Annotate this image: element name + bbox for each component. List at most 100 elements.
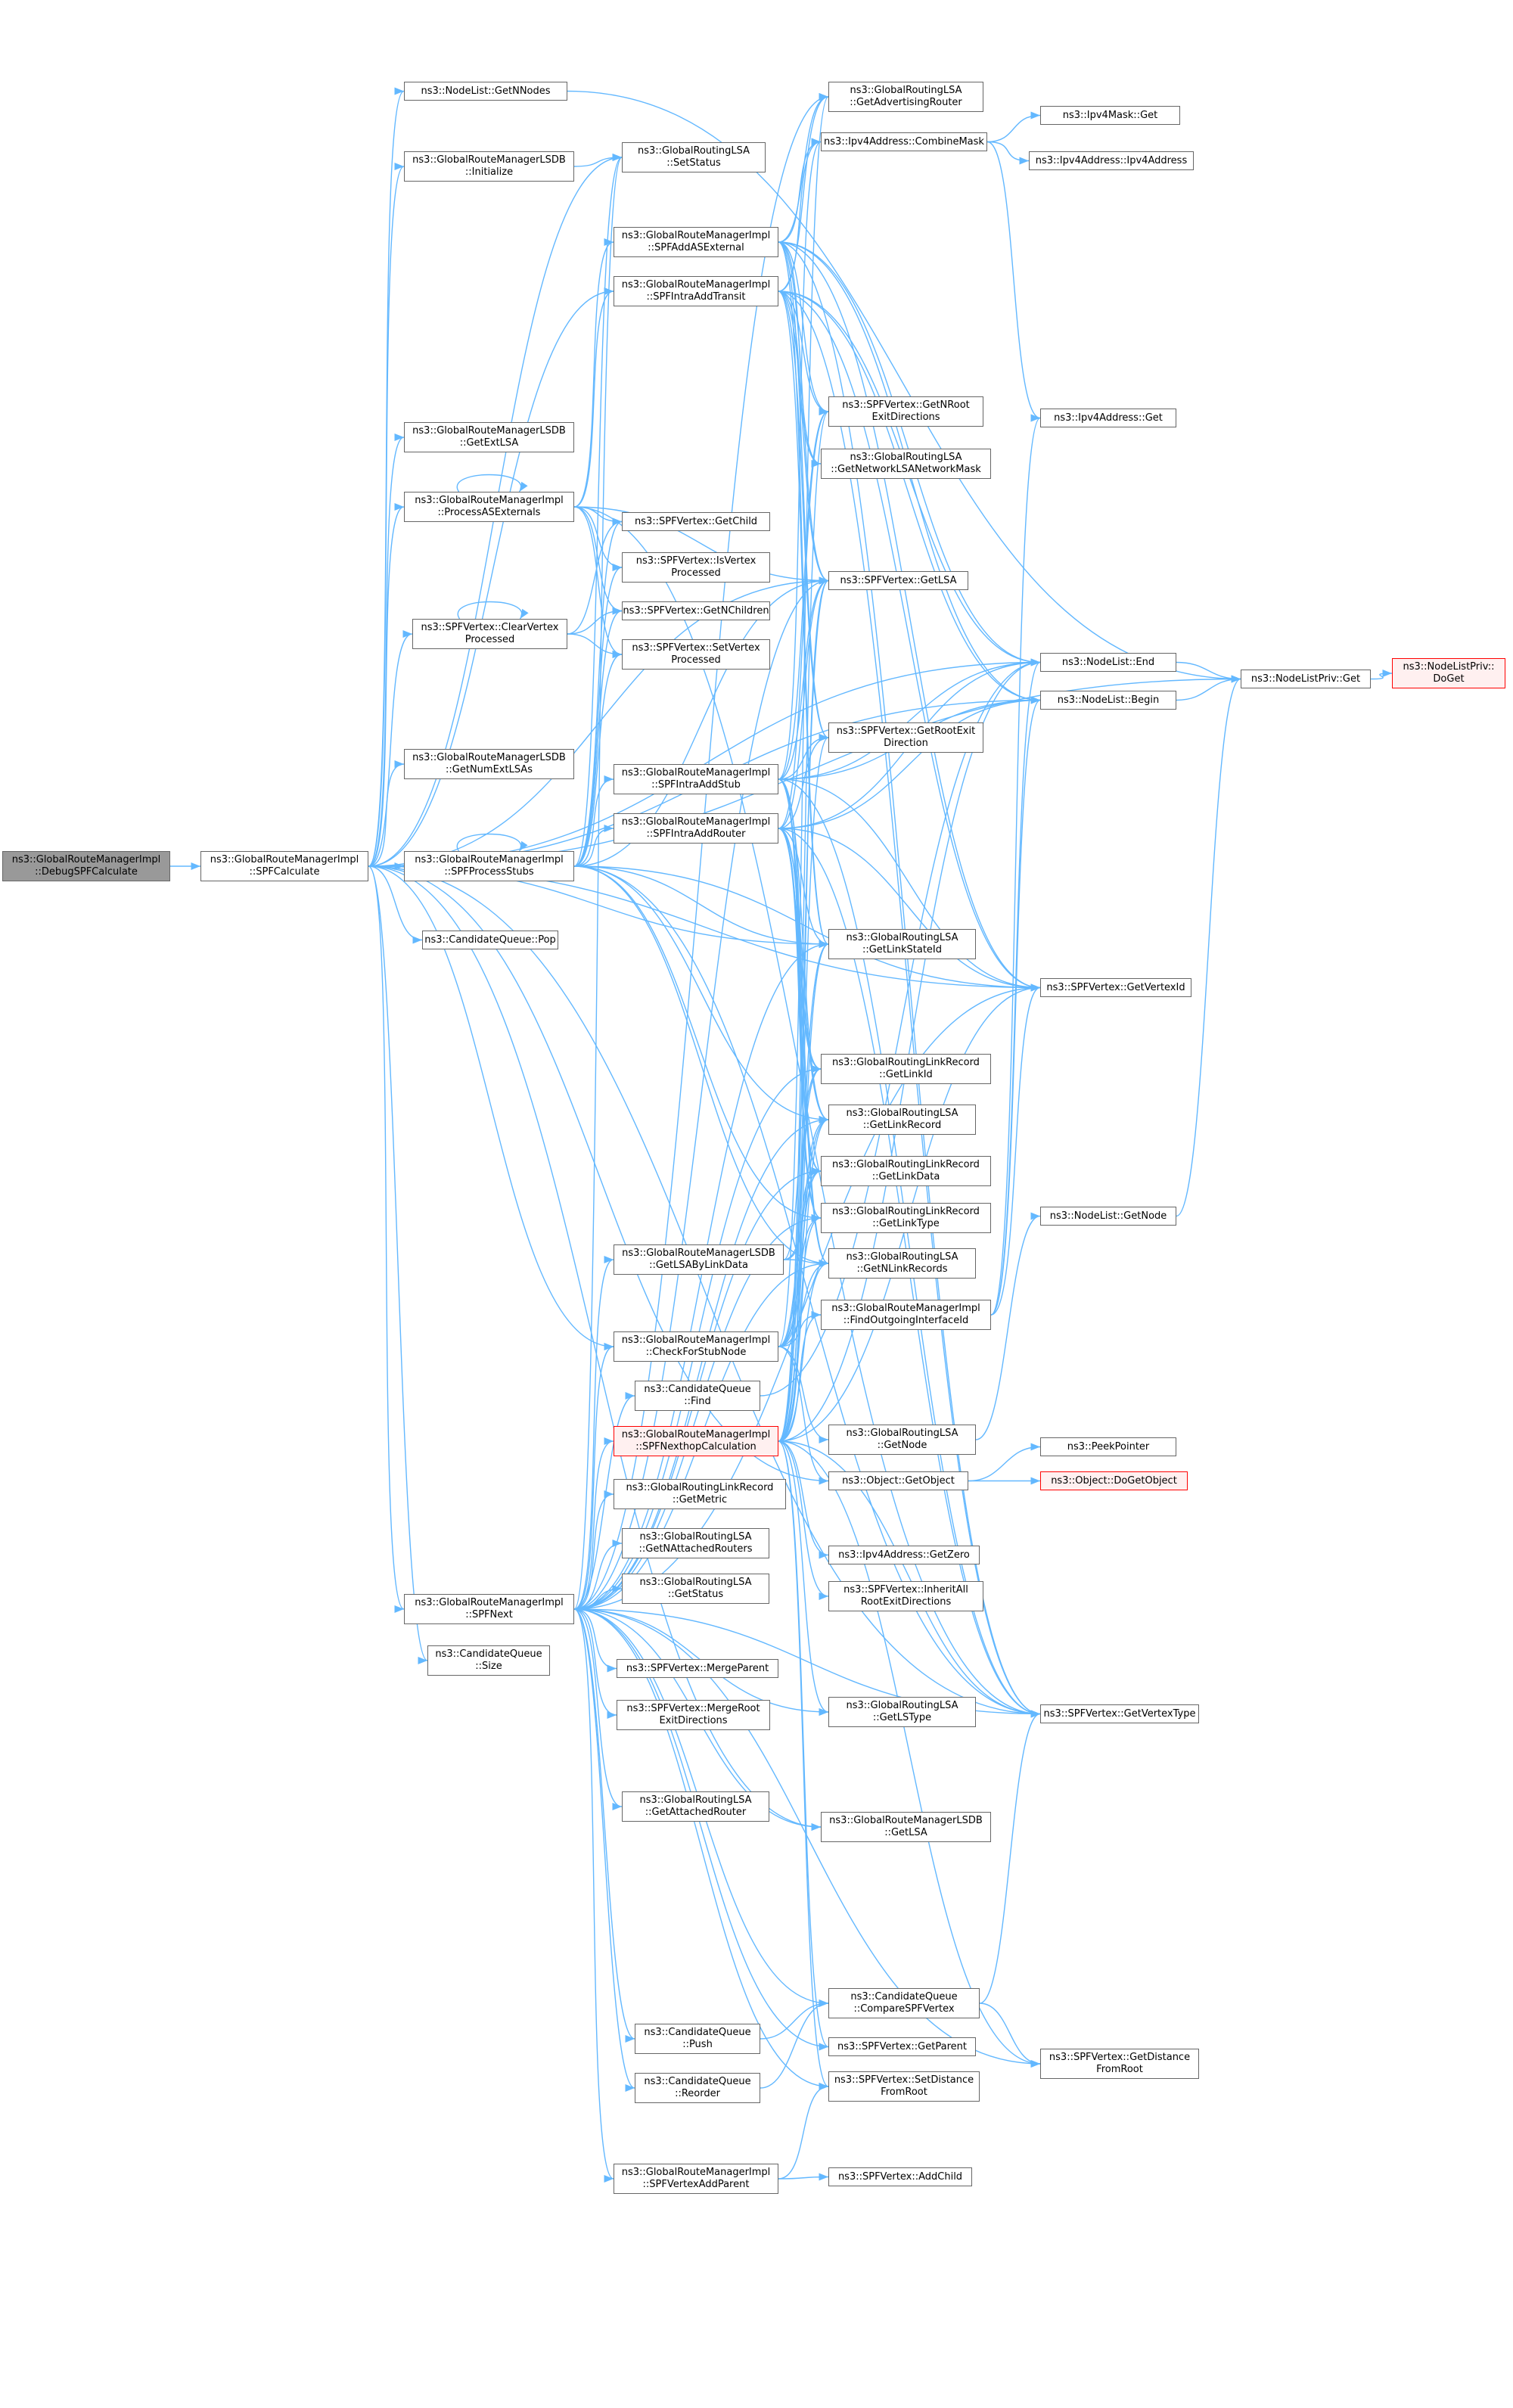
node-getnetmask[interactable]: ns3::GlobalRoutingLSA::GetNetworkLSANetw… <box>821 449 991 479</box>
node-getnlinkrecords[interactable]: ns3::GlobalRoutingLSA::GetNLinkRecords <box>828 1248 976 1279</box>
node-nexthop[interactable]: ns3::GlobalRouteManagerImpl::SPFNexthopC… <box>614 1426 778 1456</box>
node-getvertexid[interactable]: ns3::SPFVertex::GetVertexId <box>1040 978 1191 997</box>
node-label-line: ::SPFAddASExternal <box>648 242 744 253</box>
node-label-line: ns3::CandidateQueue <box>435 1648 542 1660</box>
node-checkstub[interactable]: ns3::GlobalRouteManagerImpl::CheckForStu… <box>614 1331 778 1362</box>
node-getlinkstateid[interactable]: ns3::GlobalRoutingLSA::GetLinkStateId <box>828 929 976 959</box>
node-procasext[interactable]: ns3::GlobalRouteManagerImpl::ProcessASEx… <box>404 492 574 522</box>
node-getlinkdata[interactable]: ns3::GlobalRoutingLinkRecord::GetLinkDat… <box>821 1156 991 1186</box>
node-peekpointer[interactable]: ns3::PeekPointer <box>1040 1437 1176 1456</box>
node-getparent[interactable]: ns3::SPFVertex::GetParent <box>828 2037 976 2056</box>
node-cqfind[interactable]: ns3::CandidateQueue::Find <box>635 1381 760 1411</box>
node-getlinkrecord[interactable]: ns3::GlobalRoutingLSA::GetLinkRecord <box>828 1105 976 1135</box>
node-nodelistend[interactable]: ns3::NodeList::End <box>1040 653 1176 672</box>
node-dogetobject[interactable]: ns3::Object::DoGetObject <box>1040 1471 1188 1490</box>
node-label-line: ns3::SPFVertex::MergeRoot <box>626 1703 760 1714</box>
node-comparespf[interactable]: ns3::CandidateQueue::CompareSPFVertex <box>828 1988 980 2018</box>
node-getstatus[interactable]: ns3::GlobalRoutingLSA::GetStatus <box>622 1574 769 1604</box>
node-getnnodes[interactable]: ns3::NodeList::GetNNodes <box>404 82 567 101</box>
edge-intratransit-to-getvertextype <box>778 291 1041 1718</box>
node-getadvrouter[interactable]: ns3::GlobalRoutingLSA::GetAdvertisingRou… <box>828 82 983 112</box>
edge-spfnext-to-nexthop <box>573 1437 614 1610</box>
node-getlsabylink[interactable]: ns3::GlobalRouteManagerLSDB::GetLSAByLin… <box>614 1244 784 1275</box>
node-getchild[interactable]: ns3::SPFVertex::GetChild <box>622 512 770 531</box>
node-cqreorder[interactable]: ns3::CandidateQueue::Reorder <box>635 2073 760 2103</box>
node-mergeparent[interactable]: ns3::SPFVertex::MergeParent <box>617 1659 778 1678</box>
node-label-line: ns3::GlobalRouteManagerLSDB <box>412 154 566 166</box>
node-findoutif[interactable]: ns3::GlobalRouteManagerImpl::FindOutgoin… <box>821 1300 991 1330</box>
node-maskget[interactable]: ns3::Ipv4Mask::Get <box>1040 106 1180 125</box>
edge-nexthop-to-getlinkid <box>778 1065 822 1442</box>
node-label-line: ns3::GlobalRouteManagerImpl <box>415 1597 564 1608</box>
node-label-line: ns3::GlobalRoutingLinkRecord <box>832 1057 980 1068</box>
node-vertexaddparent[interactable]: ns3::GlobalRouteManagerImpl::SPFVertexAd… <box>614 2164 778 2194</box>
node-getnumext[interactable]: ns3::GlobalRouteManagerLSDB::GetNumExtLS… <box>404 749 574 779</box>
edge-nexthop-to-spfgetlsa <box>778 576 829 1442</box>
node-privget[interactable]: ns3::NodeListPriv::Get <box>1241 670 1371 688</box>
node-lsagetnode[interactable]: ns3::GlobalRoutingLSA::GetNode <box>828 1425 976 1455</box>
node-label-line: ::CheckForStubNode <box>645 1347 747 1358</box>
node-getnattached[interactable]: ns3::GlobalRoutingLSA::GetNAttachedRoute… <box>622 1528 769 1558</box>
node-ipv4addrctor[interactable]: ns3::Ipv4Address::Ipv4Address <box>1029 151 1194 170</box>
node-procstubs[interactable]: ns3::GlobalRouteManagerImpl::SPFProcessS… <box>404 851 574 881</box>
node-getlinkid[interactable]: ns3::GlobalRoutingLinkRecord::GetLinkId <box>821 1054 991 1084</box>
edge-nexthop-to-getdistance <box>778 1440 1041 2068</box>
node-intrarouter[interactable]: ns3::GlobalRouteManagerImpl::SPFIntraAdd… <box>614 813 778 844</box>
node-getlinktype[interactable]: ns3::GlobalRoutingLinkRecord::GetLinkTyp… <box>821 1203 991 1233</box>
node-addasext[interactable]: ns3::GlobalRouteManagerImpl::SPFAddASExt… <box>614 227 778 257</box>
node-intrastub[interactable]: ns3::GlobalRouteManagerImpl::SPFIntraAdd… <box>614 764 778 794</box>
node-spfnext[interactable]: ns3::GlobalRouteManagerImpl::SPFNext <box>404 1594 574 1624</box>
node-lsdbinit[interactable]: ns3::GlobalRouteManagerLSDB::Initialize <box>404 151 574 182</box>
node-combinemask[interactable]: ns3::Ipv4Address::CombineMask <box>821 132 987 151</box>
edge-nexthop-to-getzero <box>778 1440 829 1559</box>
node-getvertextype[interactable]: ns3::SPFVertex::GetVertexType <box>1040 1704 1199 1723</box>
node-nodelistgetnode[interactable]: ns3::NodeList::GetNode <box>1040 1207 1176 1226</box>
edge-procasext-to-spfgetlsa <box>573 506 829 585</box>
edge-vertexaddparent-to-addchild <box>778 2173 829 2181</box>
node-lsdbgetlsa[interactable]: ns3::GlobalRouteManagerLSDB::GetLSA <box>821 1812 991 1842</box>
node-getlstype[interactable]: ns3::GlobalRoutingLSA::GetLSType <box>828 1697 976 1727</box>
node-label-line: ::DebugSPFCalculate <box>35 866 138 878</box>
node-getnchildren[interactable]: ns3::SPFVertex::GetNChildren <box>622 601 770 620</box>
edge-spfnext-to-getattachedrouter <box>573 1608 623 1810</box>
node-getobject[interactable]: ns3::Object::GetObject <box>828 1471 968 1490</box>
node-label-line: ns3::GlobalRouteManagerImpl <box>415 495 564 506</box>
node-ipv4get[interactable]: ns3::Ipv4Address::Get <box>1040 409 1176 427</box>
edge-checkstub-to-getobject <box>778 1346 829 1485</box>
node-getattachedrouter[interactable]: ns3::GlobalRoutingLSA::GetAttachedRouter <box>622 1791 769 1822</box>
edge-spfnext-to-cqpush <box>573 1608 635 2043</box>
node-label-line: ::GetLinkData <box>871 1171 940 1182</box>
node-getzero[interactable]: ns3::Ipv4Address::GetZero <box>828 1546 980 1564</box>
node-getmetric[interactable]: ns3::GlobalRoutingLinkRecord::GetMetric <box>614 1479 786 1509</box>
edge-spfnext-to-getlinkstateid <box>573 940 829 1610</box>
node-privdoget[interactable]: ns3::NodeListPriv::DoGet <box>1392 658 1505 688</box>
node-nodelistbegin[interactable]: ns3::NodeList::Begin <box>1040 691 1176 710</box>
edge-lsagetnode-to-nodelistgetnode <box>975 1212 1041 1440</box>
edge-spfcalc-to-lsdbinit <box>368 163 405 867</box>
node-lsdbgetext[interactable]: ns3::GlobalRouteManagerLSDB::GetExtLSA <box>404 422 574 452</box>
node-label-line: ns3::SPFVertex::GetNChildren <box>623 604 769 617</box>
node-setstatus[interactable]: ns3::GlobalRoutingLSA::SetStatus <box>622 142 766 172</box>
edge-procstubs-to-getnchildren <box>573 607 623 867</box>
edge-spfnext-to-getparent <box>573 1608 829 2051</box>
node-intratransit[interactable]: ns3::GlobalRouteManagerImpl::SPFIntraAdd… <box>614 276 778 306</box>
node-spfcalc[interactable]: ns3::GlobalRouteManagerImpl::SPFCalculat… <box>200 851 368 881</box>
node-label-line: ns3::SPFVertex::GetVertexId <box>1046 981 1185 993</box>
node-cqsize[interactable]: ns3::CandidateQueue::Size <box>427 1645 550 1676</box>
node-cqpop[interactable]: ns3::CandidateQueue::Pop <box>422 931 558 949</box>
node-cqpush[interactable]: ns3::CandidateQueue::Push <box>635 2024 760 2054</box>
node-addchild[interactable]: ns3::SPFVertex::AddChild <box>828 2167 972 2186</box>
node-label-line: ns3::GlobalRoutingLSA <box>639 1531 752 1543</box>
node-spfgetlsa[interactable]: ns3::SPFVertex::GetLSA <box>828 571 968 590</box>
node-debug[interactable]: ns3::GlobalRouteManagerImpl::DebugSPFCal… <box>2 851 170 881</box>
node-label-line: ::CompareSPFVertex <box>853 2003 955 2015</box>
